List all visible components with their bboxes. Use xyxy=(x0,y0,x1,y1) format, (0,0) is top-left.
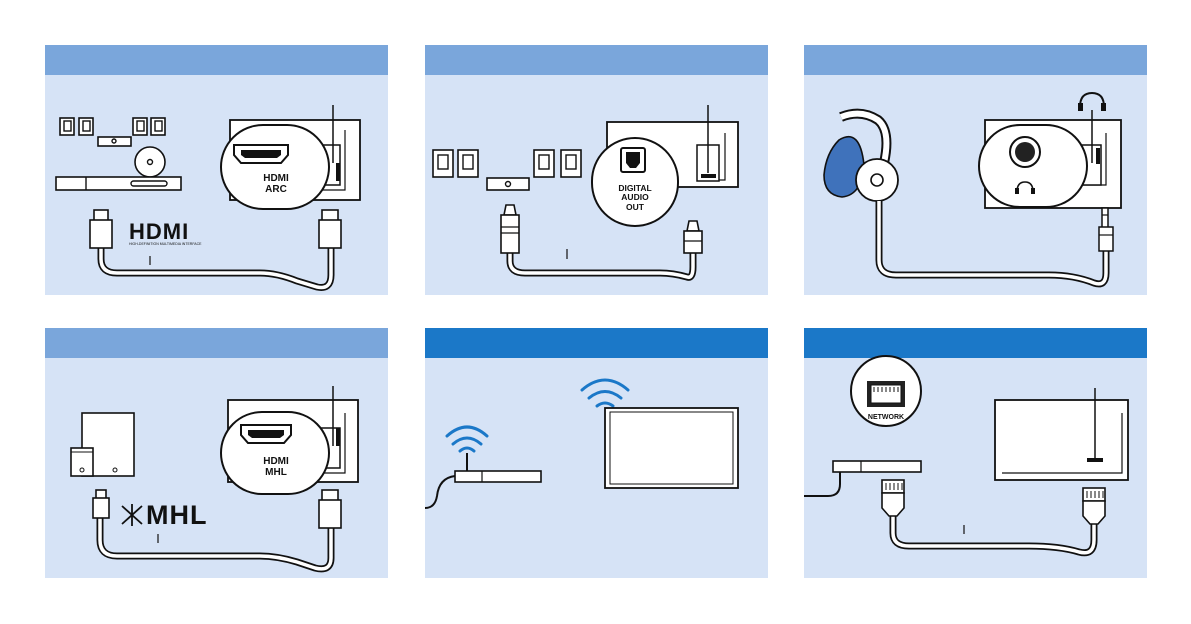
port-label-network: NETWORK xyxy=(856,414,916,422)
panel-optical: DIGITAL AUDIO OUT xyxy=(425,45,768,295)
panel-hdmi-mhl: HDMI MHL MHL xyxy=(45,328,388,578)
panel-network: NETWORK xyxy=(804,328,1147,578)
hdmi-arc-illustration xyxy=(45,45,388,295)
panel-wifi xyxy=(425,328,768,578)
network-illustration xyxy=(804,328,1147,578)
wifi-icon xyxy=(447,427,487,451)
mhl-logo: MHL xyxy=(146,500,207,531)
port-label-hdmi-mhl: HDMI MHL xyxy=(241,456,311,478)
headphone-illustration xyxy=(804,45,1147,295)
hdmi-logo-tagline: HIGH-DEFINITION MULTIMEDIA INTERFACE xyxy=(129,242,201,246)
panel-hdmi-arc: HDMI ARC HDMI HIGH-DEFINITION MULTIMEDIA… xyxy=(45,45,388,295)
optical-illustration xyxy=(425,45,768,295)
port-label-hdmi-arc: HDMI ARC xyxy=(241,173,311,195)
port-label-digital-audio-out: DIGITAL AUDIO OUT xyxy=(592,184,678,212)
wifi-illustration xyxy=(425,328,768,578)
panel-headphone xyxy=(804,45,1147,295)
hdmi-mhl-illustration xyxy=(45,328,388,578)
